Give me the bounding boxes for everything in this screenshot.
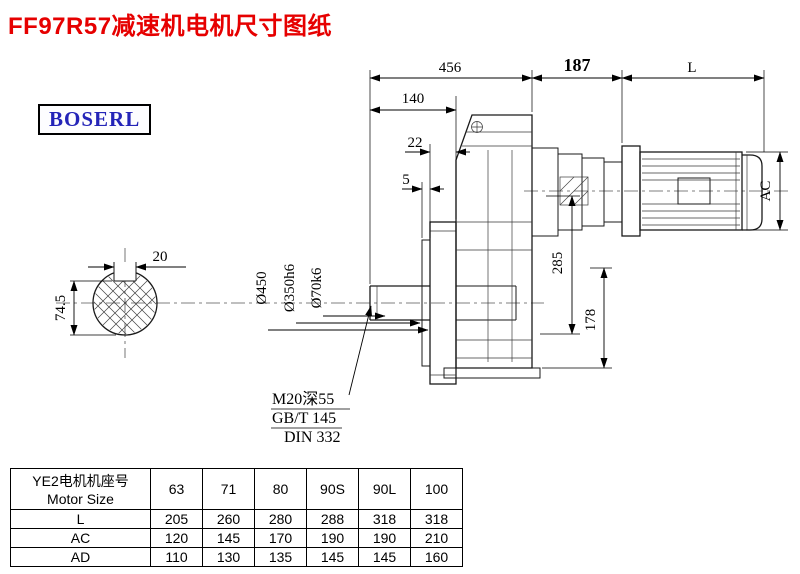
dim-456: 456 (439, 60, 462, 76)
header-cn: YE2电机机座号 (32, 473, 129, 489)
dim-L: L (687, 60, 696, 76)
cell-AD-100: 160 (410, 547, 463, 567)
dimension-table: YE2电机机座号 Motor Size 63 71 80 90S 90L 100… (10, 468, 463, 567)
col-header-90S: 90S (306, 468, 359, 510)
dim-key-height: 74.5 (53, 295, 69, 321)
cell-AD-71: 130 (202, 547, 255, 567)
cell-AD-90S: 145 (306, 547, 359, 567)
shaft-bore (456, 285, 517, 321)
dim-285: 285 (550, 252, 566, 275)
row-label-AD: AD (10, 547, 151, 567)
cell-L-90L: 318 (358, 509, 411, 529)
motor-view (621, 145, 763, 237)
cell-AC-90S: 190 (306, 528, 359, 548)
cell-L-63: 205 (150, 509, 203, 529)
cell-AD-63: 110 (150, 547, 203, 567)
header-motor-size: YE2电机机座号 Motor Size (10, 468, 151, 510)
cell-L-100: 318 (410, 509, 463, 529)
brand-logo: BOSERL (38, 104, 152, 135)
dim-key-width: 20 (153, 249, 168, 265)
dim-shaft-d: Ø70k6 (309, 267, 325, 308)
dim-178: 178 (583, 309, 599, 332)
dim-flange-od: Ø450 (254, 271, 270, 304)
vertical-dimensions: 285 178 AC (540, 151, 788, 369)
table-row-L: L 205 260 280 288 318 318 (10, 509, 463, 529)
cell-L-80: 280 (254, 509, 307, 529)
col-header-80: 80 (254, 468, 307, 510)
gearbox-view (369, 114, 541, 385)
dim-spigot: Ø350h6 (282, 263, 298, 312)
motor-body (639, 151, 743, 231)
header-en: Motor Size (47, 491, 114, 507)
cell-AC-80: 170 (254, 528, 307, 548)
top-dimensions: 456 187 L 140 22 5 (369, 55, 765, 284)
note-tap: M20深55 (272, 390, 334, 408)
diameter-callouts: Ø450 Ø350h6 Ø70k6 (254, 263, 429, 334)
motor-nameplate (677, 177, 711, 205)
row-label-AC: AC (10, 528, 151, 548)
note-std2: DIN 332 (284, 429, 340, 446)
cell-AC-90L: 190 (358, 528, 411, 548)
col-header-63: 63 (150, 468, 203, 510)
tap-hole-notes: M20深55 GB/T 145 DIN 332 (271, 305, 372, 446)
row-label-L: L (10, 509, 151, 529)
gear-housing (455, 114, 533, 369)
col-header-71: 71 (202, 468, 255, 510)
dim-AC: AC (758, 181, 774, 202)
flange-spigot (421, 239, 430, 367)
cell-AC-71: 145 (202, 528, 255, 548)
dim-187: 187 (564, 55, 591, 75)
table-row-AC: AC 120 145 170 190 190 210 (10, 528, 463, 548)
dimension-drawing: 20 74.5 (53, 55, 790, 446)
adapter-housing (532, 147, 623, 237)
cell-AD-80: 135 (254, 547, 307, 567)
dim-5: 5 (402, 172, 410, 188)
centerlines (56, 190, 790, 358)
cell-L-71: 260 (202, 509, 255, 529)
cell-AD-90L: 145 (358, 547, 411, 567)
dim-22: 22 (408, 135, 423, 151)
col-header-90L: 90L (358, 468, 411, 510)
note-std1: GB/T 145 (272, 410, 336, 427)
housing-base (443, 367, 541, 379)
col-header-100: 100 (410, 468, 463, 510)
table-header-row: YE2电机机座号 Motor Size 63 71 80 90S 90L 100 (10, 468, 463, 510)
page-title: FF97R57减速机电机尺寸图纸 (8, 13, 333, 40)
cell-L-90S: 288 (306, 509, 359, 529)
fan-cover (742, 154, 763, 231)
cell-AC-63: 120 (150, 528, 203, 548)
dim-140: 140 (402, 91, 425, 107)
cell-AC-100: 210 (410, 528, 463, 548)
keyway-mask (113, 266, 137, 281)
table-row-AD: AD 110 130 135 145 145 160 (10, 547, 463, 567)
